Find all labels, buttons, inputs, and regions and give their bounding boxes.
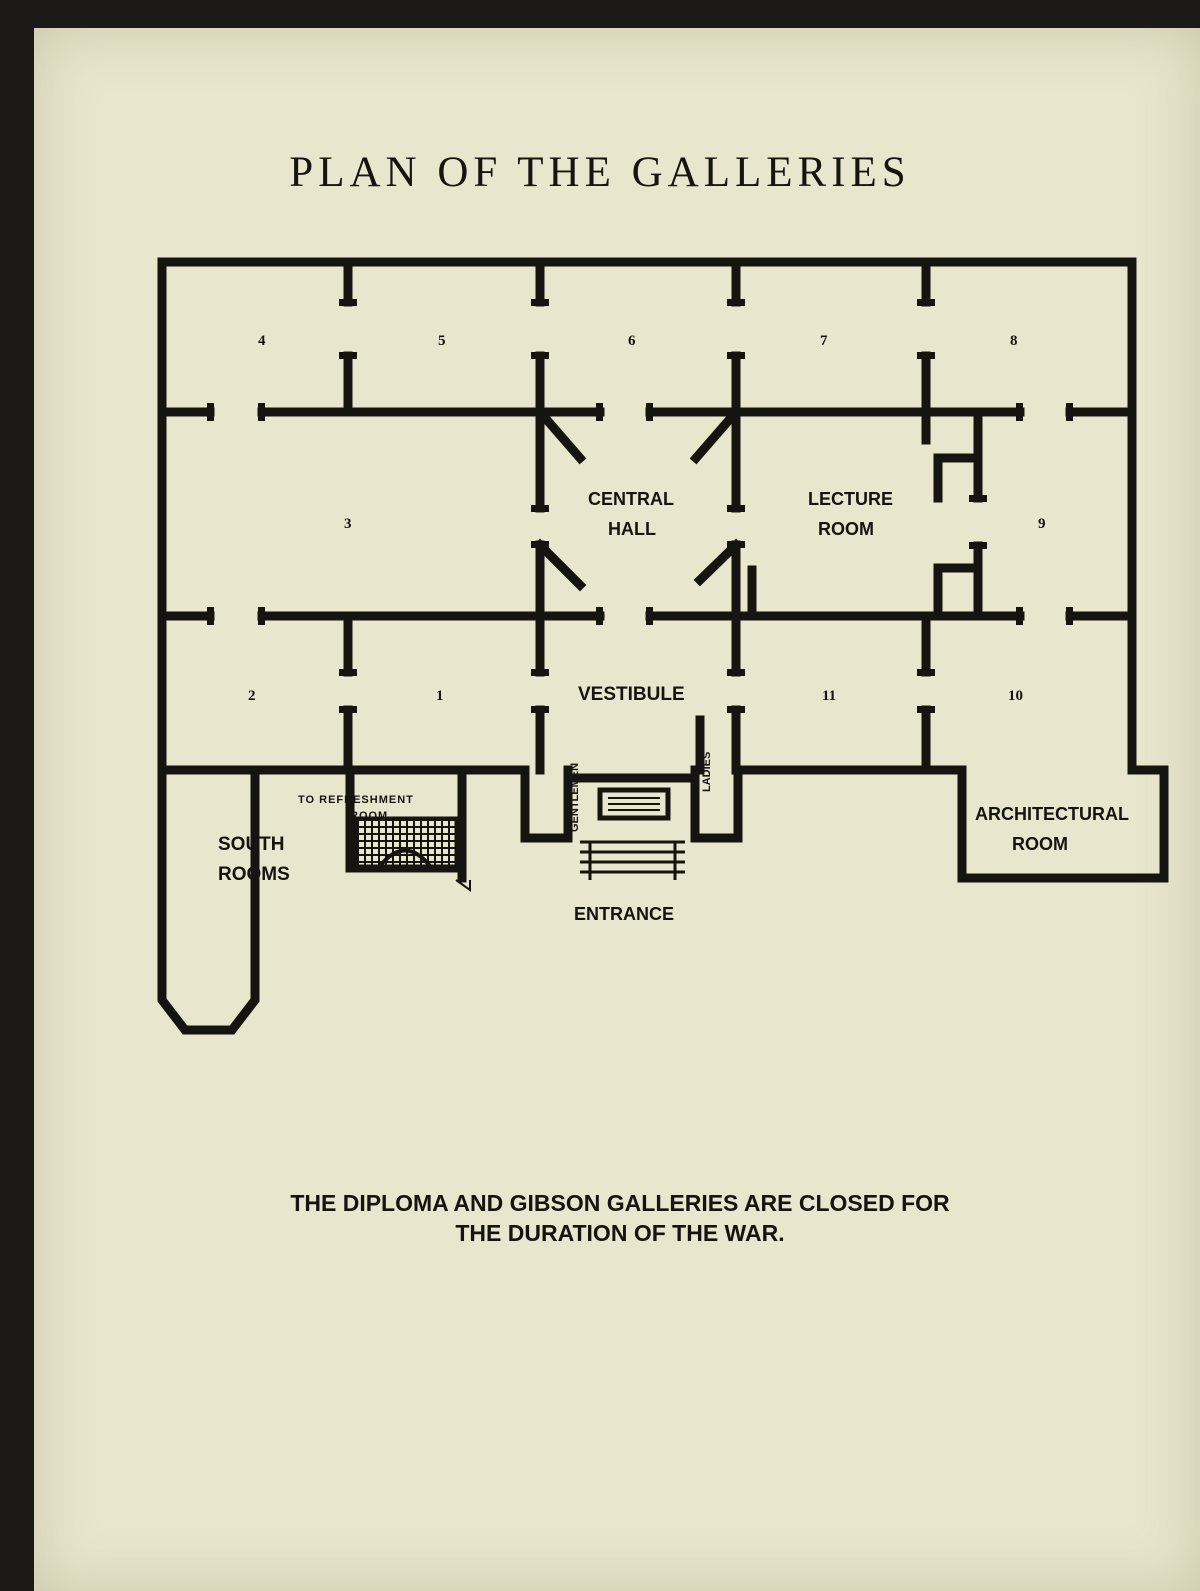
room-number-10: 10 xyxy=(1008,688,1023,704)
page-title: PLAN OF THE GALLERIES xyxy=(289,149,911,196)
ladies-label: LADIES xyxy=(701,752,713,792)
central-hall-label-line2: HALL xyxy=(608,519,656,539)
plan-walls xyxy=(157,257,1169,1035)
entrance-steps xyxy=(580,787,685,880)
room-number-8: 8 xyxy=(1010,333,1018,349)
vestibule-label: VESTIBULE xyxy=(578,684,685,705)
architectural-room-label-line2: ROOM xyxy=(1012,834,1068,854)
room-number-5: 5 xyxy=(438,333,446,349)
room-number-3: 3 xyxy=(344,516,352,532)
staircase xyxy=(354,816,471,892)
closure-notice: THE DIPLOMA AND GIBSON GALLERIES ARE CLO… xyxy=(180,1188,1060,1248)
lecture-room-label-line2: ROOM xyxy=(818,519,874,539)
architectural-room-label-line1: ARCHITECTURAL xyxy=(975,804,1129,824)
room-number-9: 9 xyxy=(1038,516,1046,532)
room-number-7: 7 xyxy=(820,333,828,349)
refreshment-label-line2: ROOM xyxy=(350,810,388,822)
room-number-1: 1 xyxy=(436,688,444,704)
room-number-2: 2 xyxy=(248,688,256,704)
room-number-6: 6 xyxy=(628,333,636,349)
refreshment-label-line1: TO REFRESHMENT xyxy=(298,794,414,806)
central-hall-label-line1: CENTRAL xyxy=(588,489,674,509)
entrance-label: ENTRANCE xyxy=(574,904,674,924)
pillar-caps xyxy=(207,299,1073,713)
closure-notice-line1: THE DIPLOMA AND GIBSON GALLERIES ARE CLO… xyxy=(290,1190,950,1216)
room-number-4: 4 xyxy=(258,333,266,349)
room-number-11: 11 xyxy=(822,688,836,704)
south-rooms-label-line1: SOUTH xyxy=(218,834,285,855)
closure-notice-line2: THE DURATION OF THE WAR. xyxy=(455,1220,785,1246)
gentlemen-label: GENTLEMEN xyxy=(569,763,581,832)
south-rooms-label-line2: ROOMS xyxy=(218,864,290,885)
lecture-room-label-line1: LECTURE xyxy=(808,489,893,509)
